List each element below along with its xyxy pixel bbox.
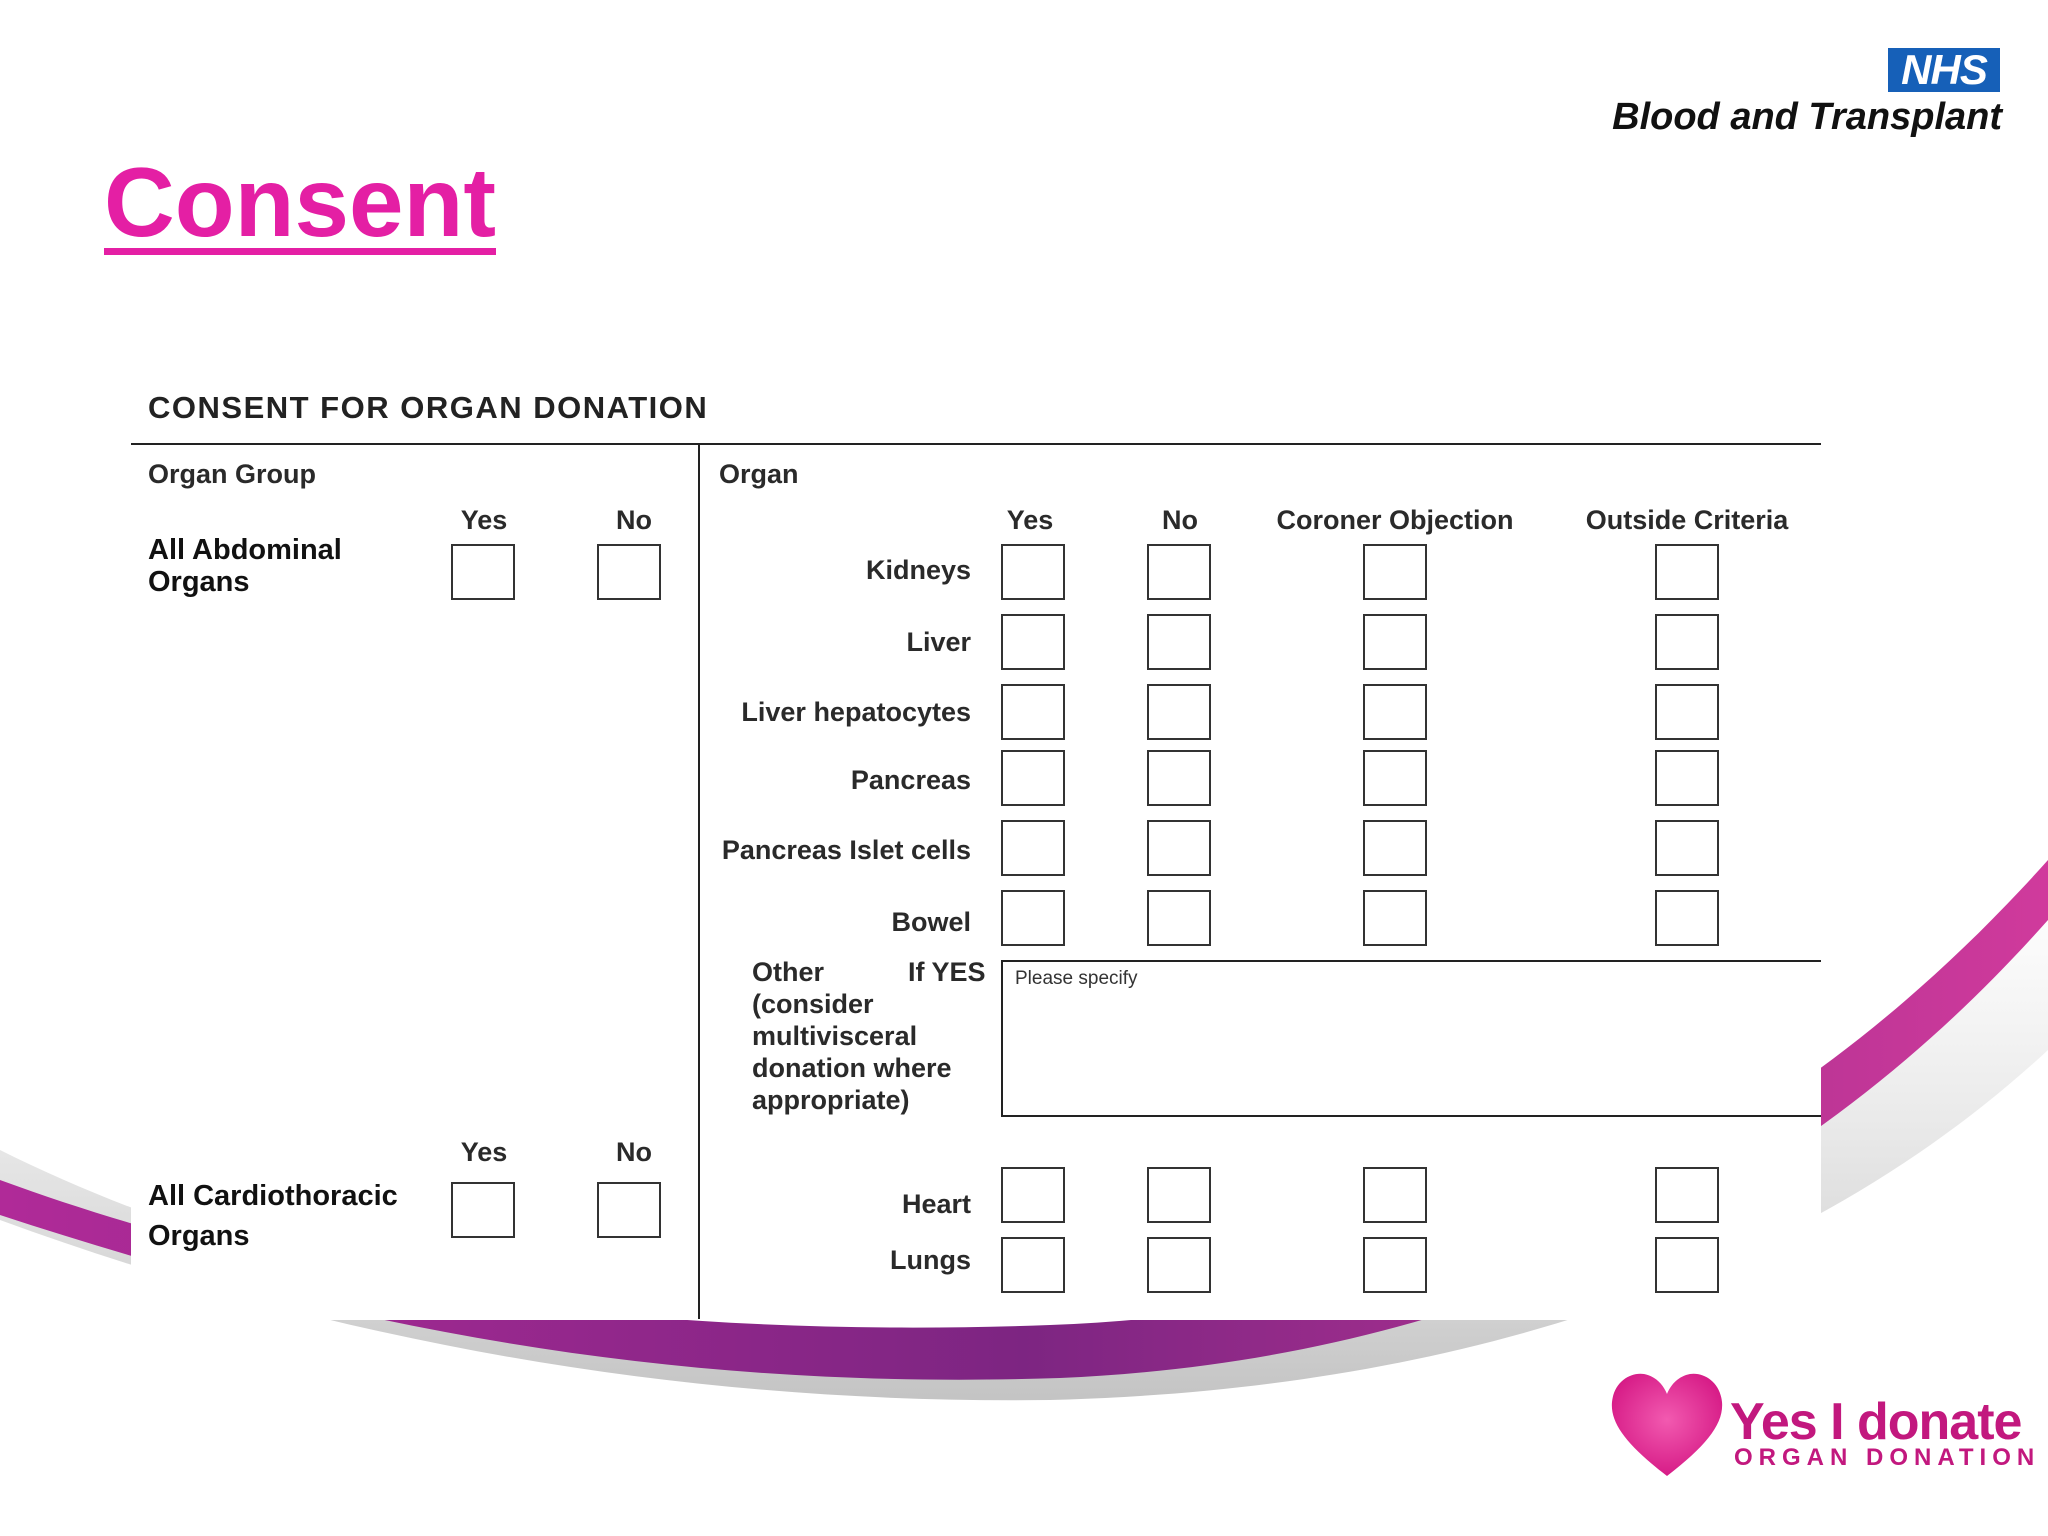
liver-hepatocytes-coroner-checkbox[interactable] — [1363, 684, 1427, 740]
liver-no-checkbox[interactable] — [1147, 614, 1211, 670]
organ-header: Organ — [719, 459, 799, 489]
pancreas-islet-outside-criteria-checkbox[interactable] — [1655, 820, 1719, 876]
abdominal-no-checkbox[interactable] — [597, 544, 661, 600]
pancreas-islet-no-checkbox[interactable] — [1147, 820, 1211, 876]
please-specify-field[interactable]: Please specify — [1001, 960, 1821, 1117]
column-divider — [698, 443, 700, 1319]
heart-coroner-checkbox[interactable] — [1363, 1167, 1427, 1223]
bowel-coroner-checkbox[interactable] — [1363, 890, 1427, 946]
heart-outside-criteria-checkbox[interactable] — [1655, 1167, 1719, 1223]
organ-donation-tagline: ORGAN DONATION — [1734, 1444, 2041, 1471]
pancreas-no-checkbox[interactable] — [1147, 750, 1211, 806]
pancreas-coroner-checkbox[interactable] — [1363, 750, 1427, 806]
row-label-liver: Liver — [906, 627, 971, 657]
bowel-no-checkbox[interactable] — [1147, 890, 1211, 946]
liver-yes-checkbox[interactable] — [1001, 614, 1065, 670]
page-title: Consent — [104, 147, 496, 257]
heart-yes-checkbox[interactable] — [1001, 1167, 1065, 1223]
lungs-outside-criteria-checkbox[interactable] — [1655, 1237, 1719, 1293]
abdominal-organs-label: All Abdominal Organs — [148, 534, 342, 598]
kidneys-yes-checkbox[interactable] — [1001, 544, 1065, 600]
kidneys-coroner-checkbox[interactable] — [1363, 544, 1427, 600]
heart-no-checkbox[interactable] — [1147, 1167, 1211, 1223]
row-label-bowel: Bowel — [891, 907, 971, 937]
liver-hepatocytes-outside-criteria-checkbox[interactable] — [1655, 684, 1719, 740]
cardiothoracic-organs-label: All Cardiothoracic Organs — [148, 1180, 398, 1252]
lungs-coroner-checkbox[interactable] — [1363, 1237, 1427, 1293]
kidneys-no-checkbox[interactable] — [1147, 544, 1211, 600]
please-specify-placeholder: Please specify — [1015, 968, 1138, 989]
liver-coroner-checkbox[interactable] — [1363, 614, 1427, 670]
if-yes-label: If YES — [908, 957, 986, 987]
form-heading: CONSENT FOR ORGAN DONATION — [148, 390, 709, 425]
pancreas-islet-yes-checkbox[interactable] — [1001, 820, 1065, 876]
organ-no-header: No — [1162, 505, 1198, 535]
liver-hepatocytes-no-checkbox[interactable] — [1147, 684, 1211, 740]
lungs-yes-checkbox[interactable] — [1001, 1237, 1065, 1293]
other-note: (consider multivisceral donation where a… — [752, 989, 952, 1115]
cardio-no-header: No — [616, 1137, 652, 1167]
pancreas-yes-checkbox[interactable] — [1001, 750, 1065, 806]
organ-group-header: Organ Group — [148, 459, 316, 489]
liver-outside-criteria-checkbox[interactable] — [1655, 614, 1719, 670]
yes-i-donate-logo: Yes I donate — [1730, 1393, 2022, 1451]
row-label-heart: Heart — [901, 1189, 971, 1219]
kidneys-outside-criteria-checkbox[interactable] — [1655, 544, 1719, 600]
cardio-yes-checkbox[interactable] — [451, 1182, 515, 1238]
abdominal-yes-checkbox[interactable] — [451, 544, 515, 600]
header-divider — [131, 443, 1821, 445]
liver-hepatocytes-yes-checkbox[interactable] — [1001, 684, 1065, 740]
organ-yes-header: Yes — [1006, 505, 1054, 535]
bowel-outside-criteria-checkbox[interactable] — [1655, 890, 1719, 946]
row-label-lungs: Lungs — [890, 1245, 971, 1275]
coroner-objection-header: Coroner Objection — [1276, 505, 1514, 535]
cardio-yes-header: Yes — [460, 1137, 508, 1167]
row-label-liver-hepatocytes: Liver hepatocytes — [741, 697, 971, 727]
cardio-no-checkbox[interactable] — [597, 1182, 661, 1238]
group-no-header: No — [616, 505, 652, 535]
row-label-pancreas-islet-cells: Pancreas Islet cells — [721, 835, 971, 865]
organisation-name: Blood and Transplant — [1612, 96, 2002, 138]
pancreas-outside-criteria-checkbox[interactable] — [1655, 750, 1719, 806]
bowel-yes-checkbox[interactable] — [1001, 890, 1065, 946]
lungs-no-checkbox[interactable] — [1147, 1237, 1211, 1293]
nhs-logo: NHS — [1888, 48, 2000, 92]
consent-form — [131, 380, 1821, 1320]
outside-criteria-header: Outside Criteria — [1585, 505, 1789, 535]
row-label-pancreas: Pancreas — [850, 765, 971, 795]
group-yes-header: Yes — [460, 505, 508, 535]
pancreas-islet-coroner-checkbox[interactable] — [1363, 820, 1427, 876]
row-label-kidneys: Kidneys — [865, 555, 971, 585]
heart-icon — [1611, 1373, 1723, 1476]
other-label: Other — [752, 957, 825, 987]
